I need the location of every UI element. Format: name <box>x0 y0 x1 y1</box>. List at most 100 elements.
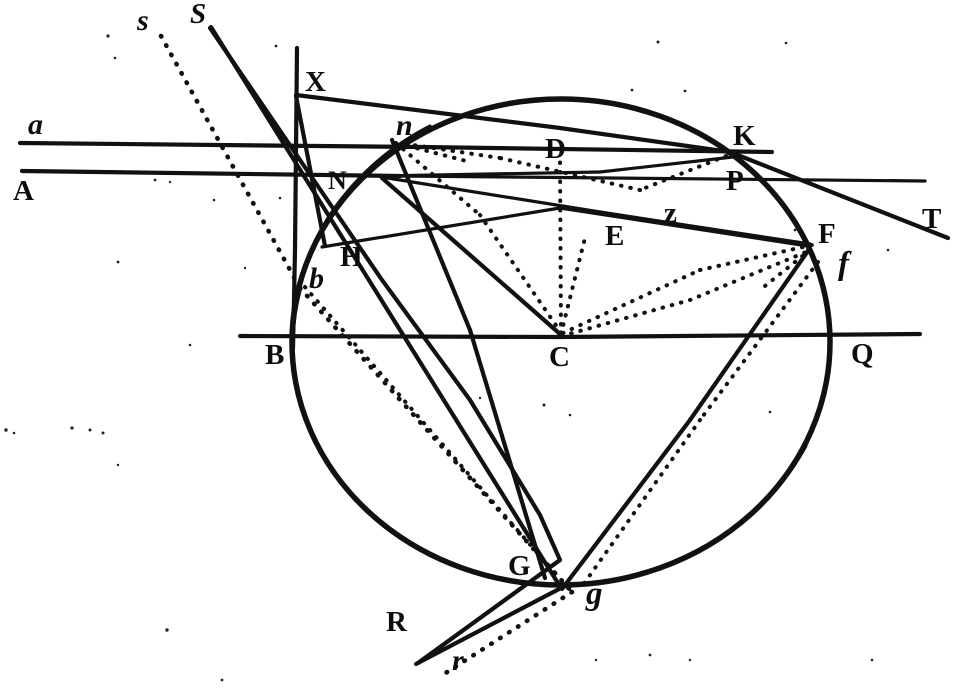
chord-N-to-C-lower <box>467 252 563 337</box>
ray-X-to-K-right <box>557 125 733 155</box>
dotted-F-fan <box>758 248 812 292</box>
plate-speck <box>630 88 634 92</box>
line-A-right-segment <box>398 174 927 183</box>
label-P: P <box>726 165 745 197</box>
arc-b-segment <box>291 288 302 340</box>
dotted-K-toward-C-c <box>398 141 502 160</box>
line-A-left-segment <box>19 168 403 179</box>
plate-speck <box>870 658 874 662</box>
label-g: g <box>586 576 603 612</box>
plate-speck <box>113 56 117 60</box>
chord-F-to-G-lower <box>559 417 693 592</box>
label-R: R <box>386 606 408 638</box>
chord-n-to-G-lower <box>467 327 548 581</box>
dotted-b-to-g-upper <box>303 285 432 432</box>
label-n: n <box>396 109 413 142</box>
plate-speck <box>274 44 278 48</box>
dotted-b-to-g-lower <box>428 428 570 590</box>
plate-speck <box>243 266 247 270</box>
line-a-left-segment <box>17 140 423 150</box>
ray-S-to-R <box>413 585 564 667</box>
dotted-C-to-F-b <box>688 250 808 302</box>
dotted-C-to-D <box>558 158 563 336</box>
ray-S-to-R-path <box>207 25 563 666</box>
circle-wobble-upper-left <box>294 124 432 302</box>
dotted-C-to-F-a <box>560 298 692 338</box>
label-C: C <box>549 341 571 373</box>
dotted-n-right <box>406 144 472 164</box>
line-X-down-to-H <box>293 93 328 249</box>
ray-K-to-T <box>727 149 951 241</box>
label-G: G <box>508 550 532 582</box>
dotted-C-to-z-upper <box>698 243 814 272</box>
label-S-upper: S <box>190 0 207 30</box>
plate-speck <box>542 403 546 407</box>
label-f: f <box>838 246 849 282</box>
plate-speck <box>116 260 120 264</box>
plate-speck <box>106 34 110 38</box>
label-T: T <box>922 203 942 235</box>
chord-n-to-G-upper <box>389 137 473 333</box>
ray-s-dotted-mid <box>297 285 575 595</box>
chord-H-to-F-left <box>320 206 562 249</box>
chord-z-to-F <box>598 210 812 246</box>
ray-s-dotted-upper <box>158 33 303 291</box>
plate-speck <box>188 343 192 347</box>
dotted-f-to-g-upper <box>698 260 820 422</box>
label-K: K <box>733 120 757 152</box>
label-N: N <box>328 166 347 195</box>
dotted-K-toward-C-a <box>638 154 728 192</box>
line-BQ-left <box>237 333 563 340</box>
plate-speck <box>793 228 797 232</box>
label-E: E <box>605 220 625 252</box>
plate-speck <box>4 428 8 432</box>
dotted-n-to-C-upper <box>394 141 482 217</box>
label-B: B <box>265 339 285 371</box>
plate-speck <box>784 41 788 45</box>
plate-speck <box>70 426 74 430</box>
label-X: X <box>305 66 327 98</box>
plate-speck <box>278 196 282 200</box>
plate-speck <box>594 658 598 662</box>
label-H: H <box>340 241 364 273</box>
plate-speck <box>165 628 169 632</box>
plate-speck <box>168 180 172 184</box>
plate-speck <box>656 40 660 44</box>
plate-speck <box>212 198 216 202</box>
plate-speck <box>88 428 92 432</box>
label-Q: Q <box>851 338 875 370</box>
plate-speck <box>768 410 772 414</box>
plate-speck <box>12 431 16 435</box>
label-b: b <box>309 262 324 295</box>
plate-speck <box>886 248 890 252</box>
label-z: z <box>664 197 678 229</box>
ray-S-main <box>208 24 564 591</box>
label-r: r <box>452 644 464 677</box>
plate-speck <box>568 413 572 417</box>
chord-N-to-K-right <box>598 155 735 174</box>
plate-speck <box>220 678 224 682</box>
ray-s-dotted-to-r <box>438 589 575 679</box>
plate-speck <box>478 396 482 400</box>
label-a: a <box>28 108 43 141</box>
chord-H-to-F-right <box>558 206 810 248</box>
label-F: F <box>818 218 837 250</box>
plate-speck <box>101 431 105 435</box>
line-BQ-right <box>557 331 923 340</box>
dotted-C-to-E <box>559 236 587 336</box>
plate-speck <box>116 463 120 467</box>
plate-speck <box>688 658 692 662</box>
chord-N-to-z <box>379 175 602 214</box>
ray-X-to-K-left <box>293 92 563 131</box>
dotted-C-to-z-lower <box>561 268 702 335</box>
line-X-vertical-upper <box>292 45 300 253</box>
chord-N-to-C-upper <box>379 175 473 258</box>
label-D: D <box>545 133 567 165</box>
circle-wobble-lower-right <box>638 444 808 575</box>
label-s-lower: s <box>137 4 149 37</box>
plate-speck <box>153 178 157 182</box>
label-A: A <box>13 175 35 207</box>
plate-speck <box>648 653 652 657</box>
